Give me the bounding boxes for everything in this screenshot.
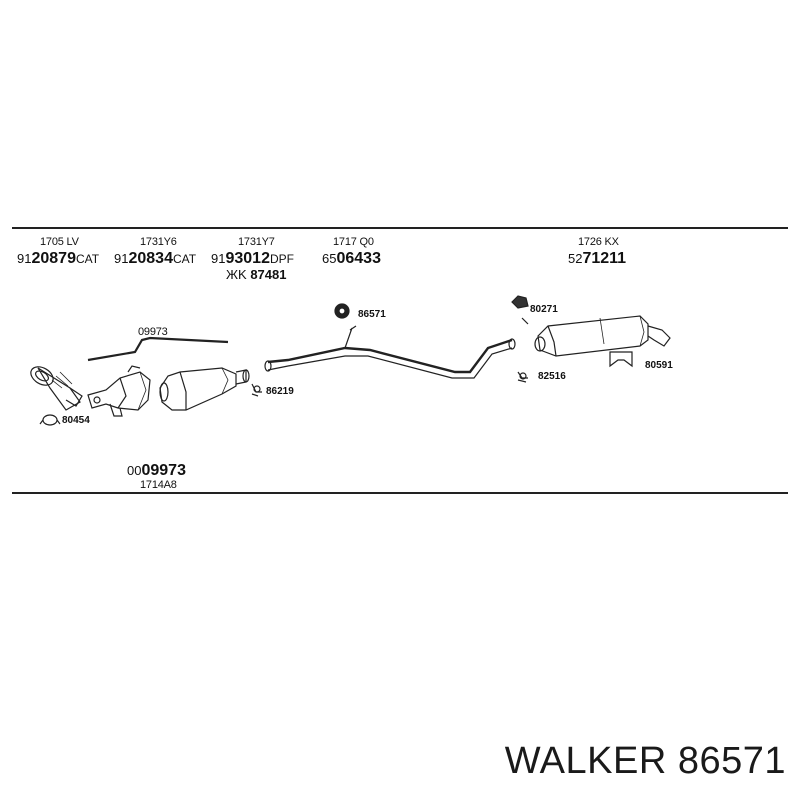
intermediate-pipe-shape — [264, 325, 516, 379]
rear-silencer-shape — [534, 315, 671, 357]
label-09973: 09973 — [138, 326, 168, 338]
label-86571: 86571 — [358, 309, 386, 320]
kit-number: ЖK 87481 — [226, 267, 287, 282]
strap-rod-shape — [87, 336, 229, 362]
clamp-86219-shape — [251, 383, 262, 397]
part-number-2: 9120834CAT — [114, 250, 197, 267]
brand-part-caption: WALKER 86571 — [504, 740, 786, 782]
part-number-4: 6506433 — [322, 250, 381, 267]
label-82516: 82516 — [538, 371, 566, 382]
label-86219: 86219 — [266, 386, 294, 397]
bottom-part-code: 1714A8 — [140, 479, 177, 491]
label-80591: 80591 — [645, 360, 673, 371]
part-code-5: 1726 KX — [578, 236, 619, 248]
dpf-shape — [159, 367, 250, 411]
label-80454: 80454 — [62, 415, 90, 426]
part-code-4: 1717 Q0 — [333, 236, 374, 248]
clamp-80454-shape — [39, 414, 61, 426]
label-80271: 80271 — [530, 304, 558, 315]
part-number-3: 9193012DPF — [211, 250, 294, 267]
part-number-5: 5271211 — [568, 250, 627, 267]
clamp-82516-shape — [517, 371, 528, 383]
part-number-1: 9120879CAT — [17, 250, 100, 267]
flex-pipe-shape — [30, 366, 83, 411]
part-code-2: 1731Y6 — [140, 236, 177, 248]
part-code-3: 1731Y7 — [238, 236, 275, 248]
bottom-part-number: 0009973 — [127, 462, 186, 479]
rubber-mount-86571-shape — [334, 303, 350, 319]
bottom-divider — [12, 492, 788, 494]
top-divider — [12, 227, 788, 229]
rubber-mount-80591-shape — [609, 351, 633, 368]
part-code-1: 1705 LV — [40, 236, 79, 248]
catalyst-1-shape — [87, 365, 151, 417]
rubber-mount-80271-shape — [511, 295, 529, 325]
